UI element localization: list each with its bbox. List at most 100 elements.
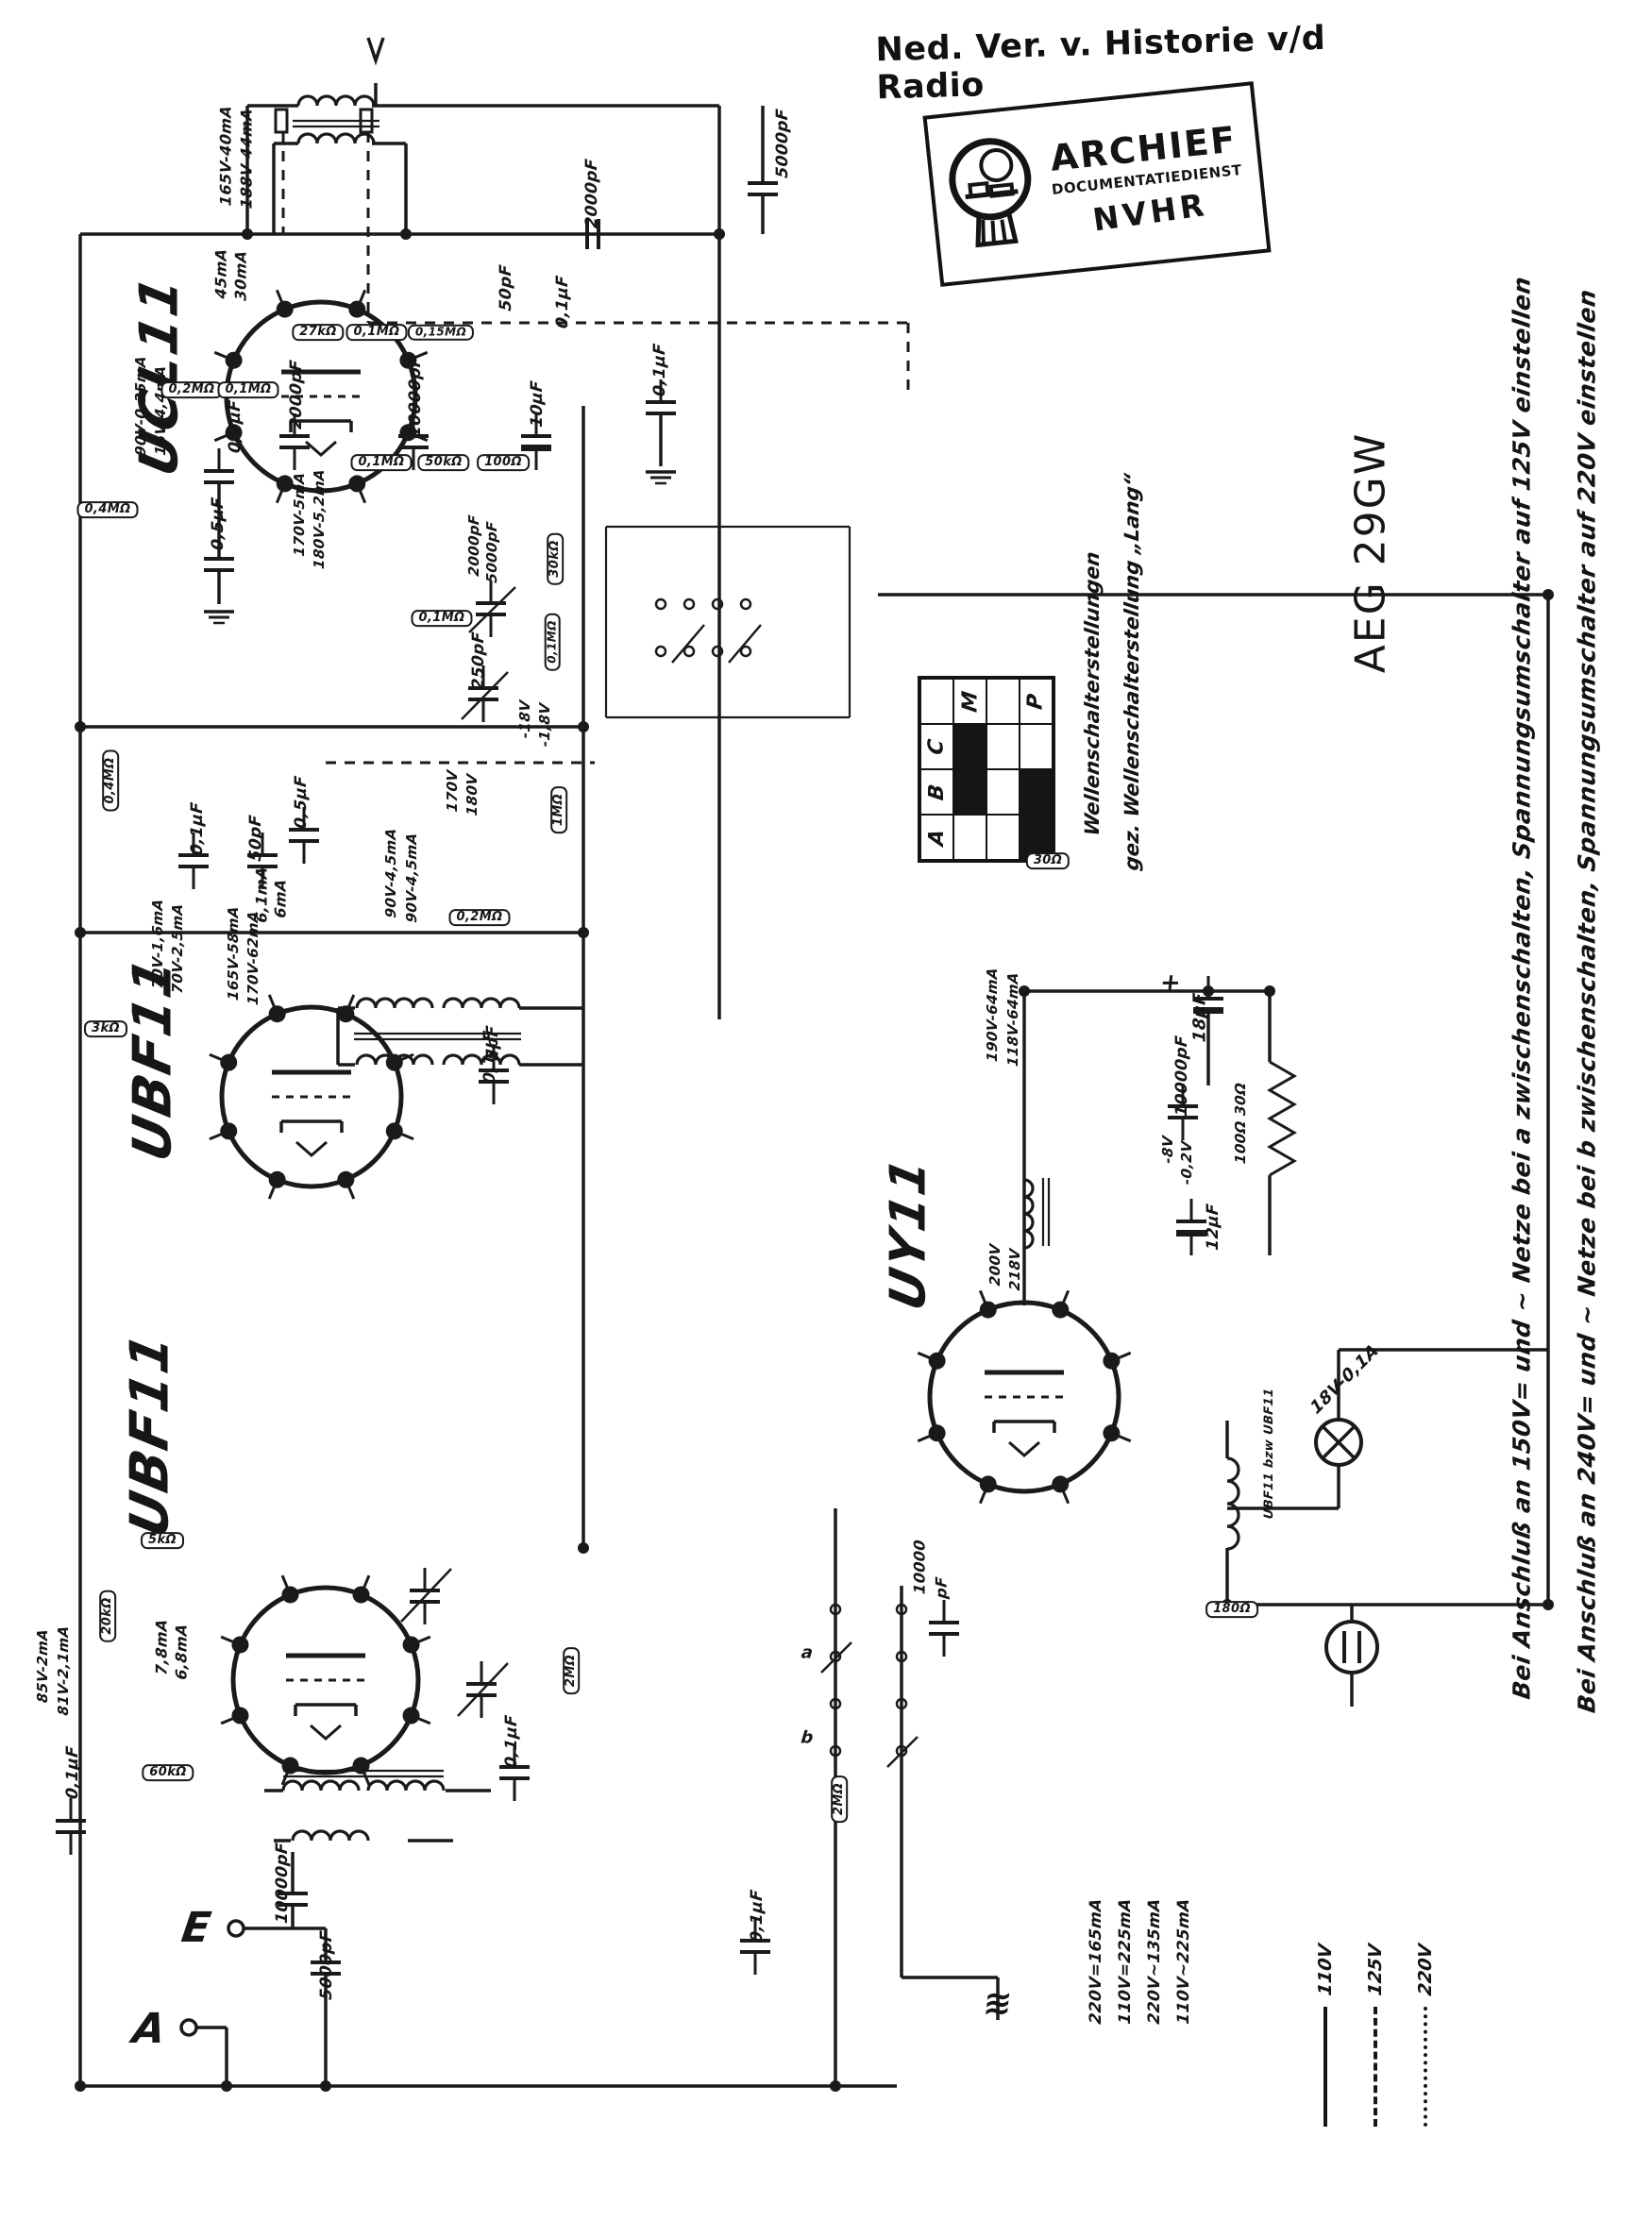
resistor-value-box: 0,1MΩ: [544, 613, 561, 671]
junction-dots: [75, 228, 1554, 2092]
component-label: 0,1µF: [480, 1029, 500, 1085]
component-label: 50pF: [497, 263, 516, 312]
component-label: 90V-0,35mA: [132, 355, 150, 457]
power-rating-label: 110V~225mA: [1174, 1897, 1194, 2026]
model-label: AEG 29GW: [1346, 431, 1395, 674]
component-label: UBF11 bzw UBF11: [1262, 1387, 1277, 1521]
component-label: 50pF: [246, 814, 266, 863]
dashed-wires: [281, 132, 910, 765]
component-label: 70V-1,6mA: [149, 898, 167, 990]
component-label: 0,1µF: [650, 342, 670, 398]
component-label: 85V-2mA: [34, 1627, 52, 1704]
component-label: 10000pF: [273, 1841, 293, 1925]
component-label: 30mA: [231, 249, 250, 302]
component-label: 170V-62mA: [244, 910, 262, 1006]
wave-table-cell: [953, 769, 986, 815]
instruction-note-1: Bei Anschluß an 150V= und ~ Netze bei a …: [1508, 275, 1536, 1701]
component-label: 12µF: [1204, 1203, 1223, 1252]
coils: [281, 94, 1240, 1842]
mains-voltage-legend: 110V 125V 220V: [1308, 1933, 1442, 2127]
resistor-value-box: 5kΩ: [141, 1532, 184, 1549]
resistor-value-box: 0,2MΩ: [448, 909, 511, 926]
component-label: -1,8V: [536, 701, 554, 749]
component-label: 2000pF: [287, 359, 307, 430]
variable-cap-arrows: [400, 586, 516, 1717]
component-label: 190V-64mA: [984, 967, 1002, 1063]
power-rating-label: 220V=165mA: [1087, 1897, 1106, 2026]
power-rating-label: 110V=225mA: [1116, 1897, 1136, 2026]
component-label: pF: [932, 1575, 951, 1600]
component-label: 10000pF: [406, 354, 426, 438]
tube-label: UBF11: [119, 1326, 181, 1542]
component-label: 180V-5,2mA: [311, 468, 329, 570]
resistor-value-box: 30Ω: [1025, 852, 1070, 869]
component-label: 165V-40mA: [216, 104, 235, 207]
archive-stamp: ARCHIEF DOCUMENTATIEDIENST NVHR: [922, 81, 1272, 287]
wave-table-cell: [1020, 724, 1053, 769]
component-label: -8V: [1159, 1135, 1177, 1165]
component-label: 16V-4,4mA: [152, 364, 170, 457]
wave-table-cell: [1020, 815, 1053, 860]
component-label: 0,1µF: [188, 800, 208, 857]
resistor-value-box: 27kΩ: [292, 324, 345, 341]
capacitors: [56, 160, 1223, 1996]
legend-entry-220V: 220V: [1408, 1933, 1442, 2127]
component-label: -0,2V: [1178, 1139, 1196, 1186]
component-label: 0,5µF: [209, 496, 228, 552]
component-label: 90V-4,5mA: [382, 827, 400, 919]
tube-label: UY11: [880, 1152, 937, 1316]
wave-table-cell: [920, 679, 953, 724]
component-label: 250pF: [469, 631, 489, 691]
light-bulb-icon: [949, 138, 1032, 248]
resistor-value-box: 0,15MΩ: [407, 324, 475, 341]
resistor-value-box: 0,4MΩ: [102, 749, 119, 812]
component-label: 7,8mA: [152, 1618, 171, 1676]
legend-line-dashed: [1374, 2007, 1377, 2127]
component-label: A: [129, 2004, 169, 2053]
resistor-value-box: 1MΩ: [550, 785, 567, 834]
switch-contacts: [654, 597, 919, 1768]
component-label: 5000pF: [483, 520, 501, 584]
component-label: 218V: [1006, 1247, 1024, 1292]
wave-switch-subtitle: gez. Wellenschalterstellung „Lang“: [1121, 472, 1143, 872]
resistor-value-box: 60kΩ: [142, 1764, 194, 1781]
component-label: 10000pF: [1172, 1034, 1192, 1118]
legend-entry-110V: 110V: [1308, 1933, 1342, 2127]
resistor-value-box: 0,4MΩ: [76, 501, 139, 518]
resistor-value-box: 20kΩ: [99, 1590, 116, 1642]
component-label: 6,8mA: [172, 1623, 191, 1681]
wave-table-cell: [986, 769, 1020, 815]
component-label: +: [1158, 968, 1183, 998]
resistor-value-box: 0,1MΩ: [350, 454, 413, 471]
resistor-value-box: 30kΩ: [547, 532, 564, 585]
resistor-value-box: 50kΩ: [417, 454, 470, 471]
component-label: 45mA: [211, 247, 230, 300]
component-label: 118V-64mA: [1004, 971, 1022, 1068]
component-label: 170V: [444, 768, 462, 814]
component-label: 0,2µF: [226, 398, 245, 455]
component-label: 0,5µF: [292, 774, 312, 831]
component-label: E: [178, 1903, 214, 1952]
wave-table-cell: [986, 724, 1020, 769]
component-label: 170V-5mA: [291, 471, 309, 558]
component-label: 165V-58mA: [225, 905, 243, 1001]
wave-table-cell: C: [920, 724, 953, 769]
component-label: 5000pF: [317, 1929, 337, 2001]
resistor-value-box: 0,1MΩ: [346, 324, 408, 341]
resistor-zigzag: [1266, 1060, 1298, 1177]
component-label: ≋: [981, 1984, 1015, 2024]
wave-switch-title: Wellenschalterstellungen: [1081, 549, 1104, 838]
component-label: 10000: [910, 1539, 929, 1595]
power-rating-label: 220V~135mA: [1145, 1897, 1165, 2026]
resistor-value-box: 0,1MΩ: [217, 381, 279, 398]
legend-entry-125V: 125V: [1358, 1933, 1392, 2127]
legend-line-dotted: [1424, 2007, 1427, 2127]
wave-table-cell: [986, 815, 1020, 860]
resistor-value-box: 0,1MΩ: [411, 610, 473, 627]
resistor-value-box: 2MΩ: [831, 1775, 848, 1824]
component-label: 188V-44mA: [237, 107, 256, 210]
wave-table-cell: P: [1020, 679, 1053, 724]
wave-table-cell: [953, 815, 986, 860]
component-label: -18V: [516, 698, 534, 740]
